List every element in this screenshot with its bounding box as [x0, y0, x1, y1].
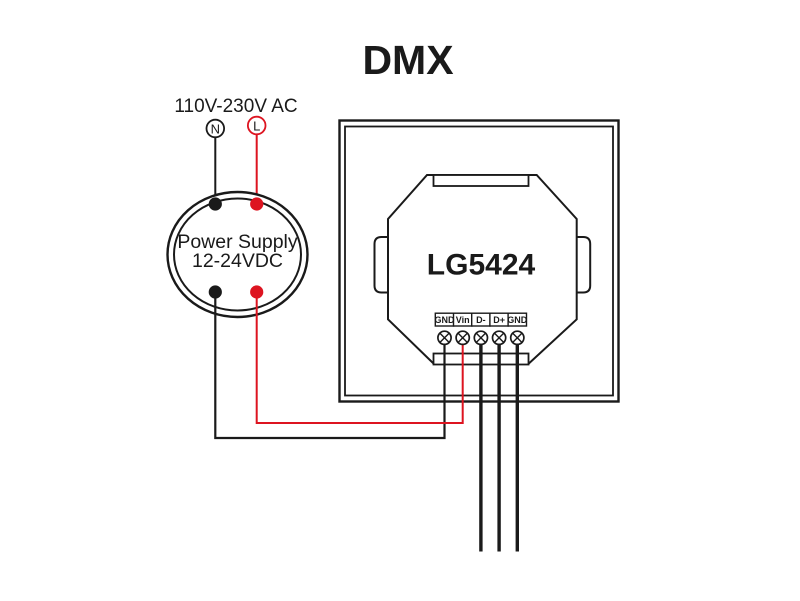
terminal-label-gnd2: GND — [507, 315, 528, 325]
screw-cross-icon — [512, 333, 523, 343]
terminal-label-row: GND Vin D- D+ GND — [435, 312, 528, 327]
screw-terminal-dplus — [491, 330, 507, 346]
neutral-terminal-symbol: N — [205, 118, 226, 139]
power-supply-inner-ring — [173, 197, 302, 312]
power-supply-name: Power Supply — [177, 231, 298, 253]
terminal-label-dplus: D+ — [493, 315, 505, 325]
terminal-label-box-gnd2 — [507, 312, 528, 327]
terminal-label-dminus: D- — [476, 315, 486, 325]
controller-faceplate-inner — [344, 125, 614, 397]
neutral-label: N — [211, 121, 220, 136]
terminal-label-gnd1: GND — [435, 315, 456, 325]
screw-cross-icon — [476, 333, 486, 343]
screw-terminal-gnd1 — [437, 330, 452, 346]
screw-cross-icon — [457, 333, 468, 343]
controller-top-slot — [432, 174, 530, 187]
screw-terminal-gnd2 — [509, 330, 525, 346]
screw-terminal-vin — [455, 330, 471, 346]
controller-model-label: LG5424 — [427, 249, 536, 282]
diagram-title: DMX — [362, 37, 453, 83]
power-supply-outer-ring — [166, 190, 309, 319]
dc-positive-wire — [255, 292, 464, 424]
live-label: L — [253, 118, 260, 133]
terminal-label-vin: Vin — [456, 315, 470, 325]
screw-terminal-dminus — [473, 330, 489, 346]
live-terminal-symbol: L — [247, 115, 267, 136]
power-supply: Power Supply 12-24VDC — [166, 190, 309, 319]
power-supply-ac-live-dot — [250, 197, 264, 211]
dc-negative-wire — [214, 292, 446, 440]
power-supply-output-voltage: 12-24VDC — [192, 250, 283, 272]
power-supply-ac-neutral-dot — [208, 197, 222, 211]
ac-voltage-label: 110V-230V AC — [174, 96, 297, 117]
controller-left-tab — [373, 236, 388, 294]
controller-right-tab — [576, 236, 592, 294]
screw-cross-icon — [494, 333, 504, 343]
screw-cross-icon — [439, 333, 450, 343]
